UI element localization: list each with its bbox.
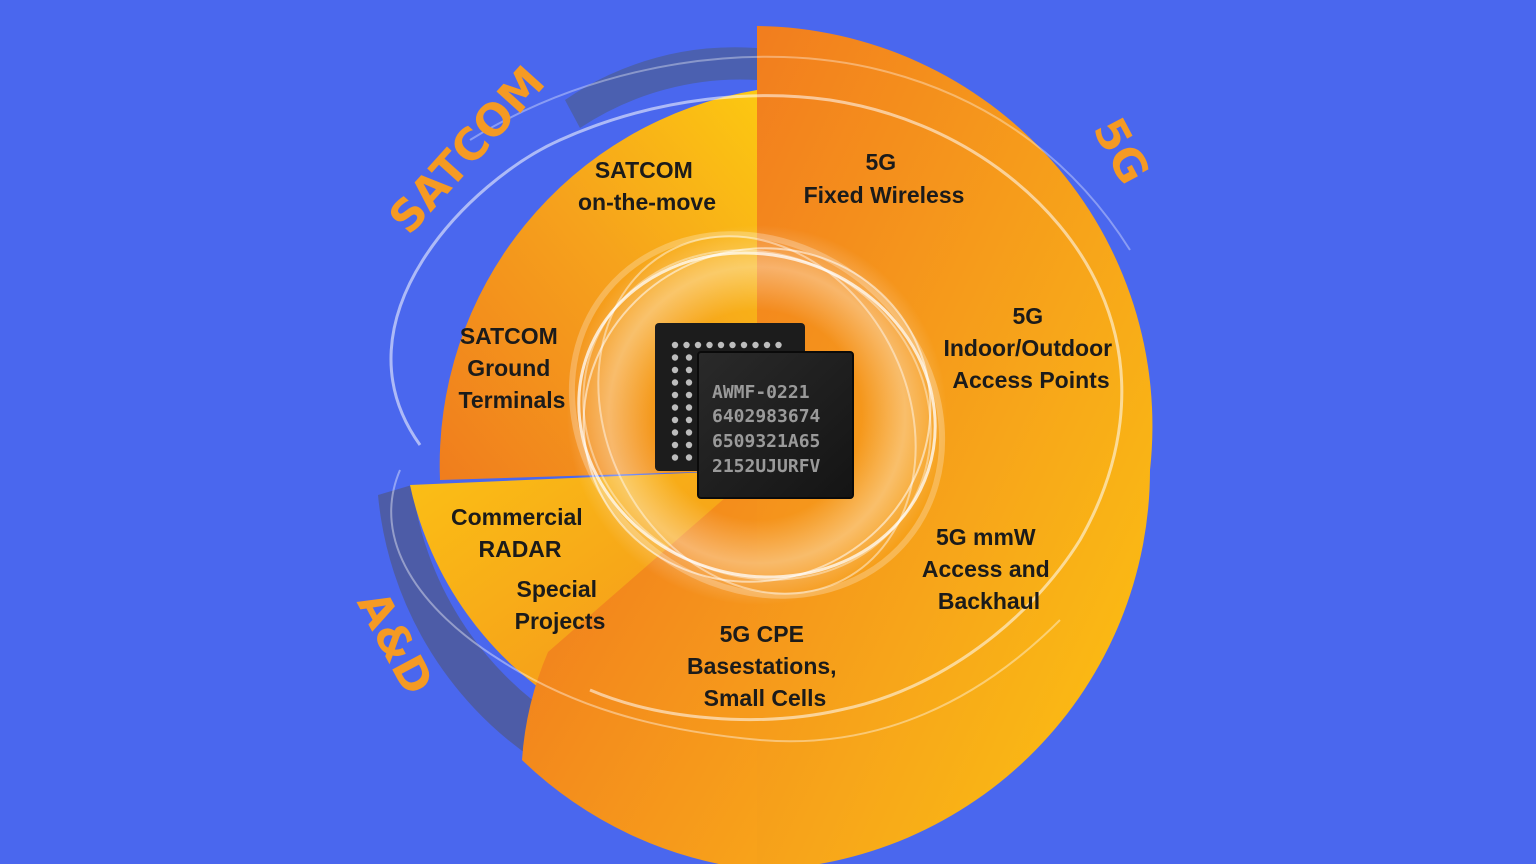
chip-pin-dot — [775, 341, 782, 349]
chip-pins — [671, 341, 782, 461]
chip-pin-dot — [694, 341, 702, 349]
chip-pin-dot — [671, 354, 679, 361]
satcom-ground-line-1: SATCOM — [460, 323, 558, 349]
chip-pin-dot — [671, 366, 679, 374]
special-projects-label: Special Projects — [515, 576, 606, 634]
satcom-otm-line-1: SATCOM — [595, 157, 693, 183]
fixed-wireless-line-1: 5G — [865, 149, 896, 175]
fixed-wireless-line-2: Fixed Wireless — [804, 182, 965, 208]
wave-line-decoration — [390, 469, 1061, 743]
access-points-line-2: Indoor/Outdoor — [943, 335, 1112, 361]
mmw-line-1: 5G mmW — [936, 524, 1036, 550]
cpe-line-3: Small Cells — [704, 685, 827, 711]
chip-pin-dot — [685, 391, 693, 399]
chip-pin-dot — [685, 416, 693, 424]
chip-pin-dot — [685, 429, 693, 436]
access-points-label: 5G Indoor/Outdoor Access Points — [943, 303, 1118, 393]
satcom-otm-label: SATCOM on-the-move — [578, 157, 716, 215]
chip-pin-dot — [763, 341, 771, 349]
chip-pin-dot — [685, 366, 693, 374]
chip-label-line-2: 6402983674 — [712, 406, 821, 427]
wave-line-decoration — [469, 55, 1131, 251]
wave-line-decoration — [389, 94, 1124, 722]
radar-line-1: Commercial — [451, 504, 583, 530]
satcom-ground-label: SATCOM Ground Terminals — [459, 323, 566, 413]
access-points-line-1: 5G — [1012, 303, 1043, 329]
chip-icon: AWMF-0221 6402983674 6509321A65 2152UJUR… — [655, 323, 854, 499]
fiveg-segment — [757, 26, 1153, 864]
mmw-label: 5G mmW Access and Backhaul — [922, 524, 1056, 614]
commercial-radar-label: Commercial RADAR — [451, 504, 589, 562]
chip-pin-dot — [685, 441, 693, 449]
cpe-line-2: Basestations, — [687, 653, 837, 679]
mmw-line-2: Access and — [922, 556, 1050, 582]
access-points-line-3: Access Points — [952, 367, 1109, 393]
cpe-line-1: 5G CPE — [720, 621, 804, 647]
satcom-shadow-band — [565, 47, 757, 129]
special-line-2: Projects — [515, 608, 606, 634]
satcom-otm-line-2: on-the-move — [578, 189, 716, 215]
chip-pin-dot — [685, 454, 693, 461]
chip-pin-dot — [683, 341, 690, 349]
chip-pin-dot — [752, 341, 759, 349]
chip-pin-dot — [671, 341, 679, 349]
chip-pin-dot — [671, 379, 679, 386]
chip-pin-dot — [706, 341, 713, 349]
special-line-1: Special — [517, 576, 598, 602]
chip-label-line-4: 2152UJURFV — [712, 456, 821, 477]
cpe-label: 5G CPE Basestations, Small Cells — [687, 621, 843, 711]
mmw-line-3: Backhaul — [938, 588, 1040, 614]
chip-pin-dot — [671, 404, 679, 411]
chip-pin-dot — [671, 441, 679, 449]
chip-pin-dot — [671, 391, 679, 399]
fiveg-category-label: 5G — [1083, 110, 1159, 193]
chip-pin-dot — [729, 341, 736, 349]
chip-pin-dot — [685, 404, 693, 411]
fixed-wireless-label: 5G Fixed Wireless — [804, 149, 965, 208]
satcom-ground-line-2: Ground — [467, 355, 550, 381]
ad-shadow-band — [378, 485, 560, 760]
chip-label-line-1: AWMF-0221 — [712, 382, 810, 403]
chip-pin-dot — [717, 341, 725, 349]
chip-pin-dot — [740, 341, 748, 349]
chip-label-line-3: 6509321A65 — [712, 431, 820, 452]
satcom-ground-line-3: Terminals — [459, 387, 566, 413]
chip-pin-dot — [671, 454, 679, 461]
chip-pin-dot — [671, 416, 679, 424]
chip-pin-dot — [685, 379, 693, 386]
chip-pin-dot — [671, 429, 679, 436]
radar-line-2: RADAR — [478, 536, 561, 562]
satcom-category-label: SATCOM — [379, 57, 555, 244]
chip-pin-dot — [685, 354, 693, 361]
